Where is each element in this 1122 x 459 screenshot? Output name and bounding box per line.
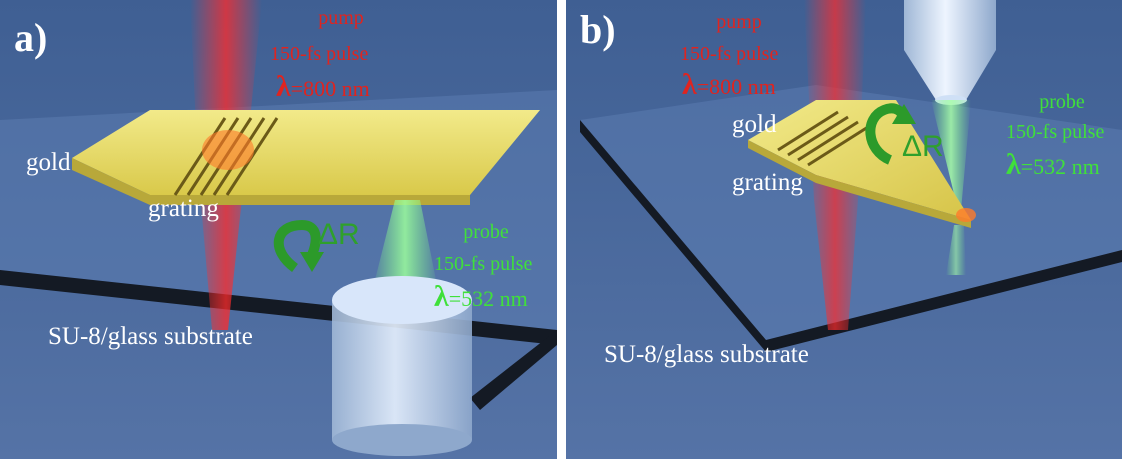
probe-title: probe — [463, 221, 509, 243]
objective-lens-top — [332, 276, 472, 324]
gold-label: gold — [26, 149, 71, 176]
panel-b: b) pump 150-fs pulse λ=800 nm gold grati… — [566, 0, 1122, 459]
probe-wavelength: λ=532 nm — [434, 282, 528, 312]
gold-film-edge — [72, 158, 470, 205]
probe-wavelength-value: =532 nm — [448, 286, 528, 311]
pump-wavelength: λ=800 nm — [682, 70, 776, 100]
pump-wavelength-value: =800 nm — [290, 76, 370, 101]
delta-r-arrow — [273, 219, 321, 273]
delta-r-label: ΔR — [318, 218, 360, 251]
lambda-symbol: λ — [1006, 148, 1021, 181]
probe-pulse: 150-fs pulse — [434, 253, 533, 275]
probe-transmitted — [946, 225, 966, 275]
lambda-symbol: λ — [682, 68, 697, 101]
objective-lens-bottom — [332, 424, 472, 456]
grating-label: grating — [732, 169, 803, 196]
gold-film — [748, 100, 971, 220]
probe-spot — [956, 208, 976, 222]
objective-lens — [904, 0, 996, 100]
lambda-symbol: λ — [434, 280, 449, 313]
gold-label: gold — [732, 111, 777, 138]
panel-a-scene — [0, 0, 557, 459]
grating-grooves — [777, 110, 869, 167]
lambda-symbol: λ — [276, 70, 291, 103]
panel-label: a) — [14, 15, 48, 60]
gold-film-edge — [748, 140, 971, 228]
gold-film — [72, 110, 540, 195]
pump-title: pump — [318, 7, 364, 29]
substrate-edge — [580, 120, 766, 352]
pump-spot — [202, 130, 254, 170]
pump-wavelength-value: =800 nm — [696, 74, 776, 99]
delta-r-arrowhead — [892, 104, 916, 124]
grating-label: grating — [148, 195, 219, 222]
probe-wavelength-value: =532 nm — [1020, 154, 1100, 179]
delta-r-label: ΔR — [902, 130, 944, 163]
substrate-label: SU-8/glass substrate — [604, 341, 809, 368]
probe-title: probe — [1039, 91, 1085, 113]
delta-r-arrowhead — [300, 252, 324, 272]
probe-wavelength: λ=532 nm — [1006, 150, 1100, 180]
panel-label: b) — [580, 7, 616, 52]
panel-b-scene — [566, 0, 1122, 459]
substrate-edge-front — [766, 250, 1122, 352]
pump-pulse: 150-fs pulse — [680, 43, 779, 65]
probe-pulse: 150-fs pulse — [1006, 121, 1105, 143]
pump-pulse: 150-fs pulse — [270, 43, 369, 65]
probe-beam — [370, 200, 440, 300]
pump-wavelength: λ=800 nm — [276, 72, 370, 102]
probe-beam — [931, 100, 971, 210]
panel-a: a) pump 150-fs pulse λ=800 nm gold grati… — [0, 0, 557, 459]
substrate-edge-front — [470, 330, 557, 410]
substrate-label: SU-8/glass substrate — [48, 323, 253, 350]
pump-title: pump — [716, 11, 762, 33]
